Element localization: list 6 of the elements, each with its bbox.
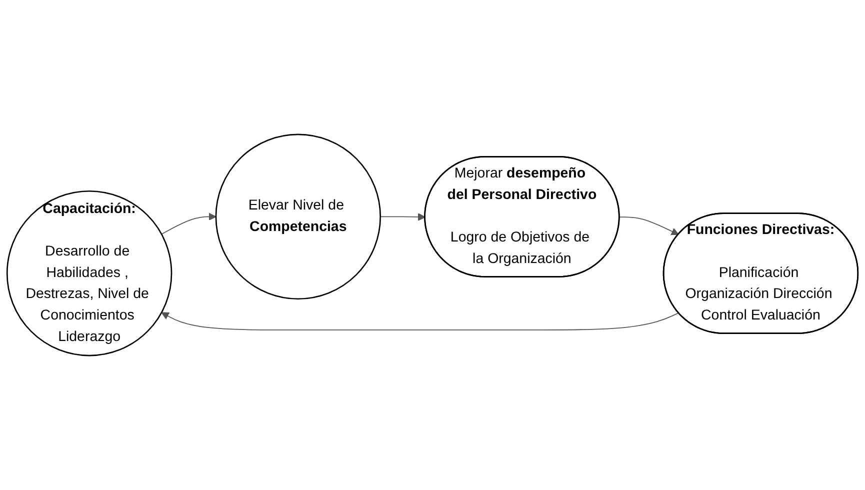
arrow [380,213,426,221]
arrow [161,212,216,235]
arrow [619,216,679,236]
node-circle: Capacitación: Desarrollo de Habilidades , Destrezas, Nivel de Conocimientos Liderazgo [6,190,172,356]
arrow [161,312,680,330]
node-circle: Elevar Nivel de Competencias [215,134,382,300]
